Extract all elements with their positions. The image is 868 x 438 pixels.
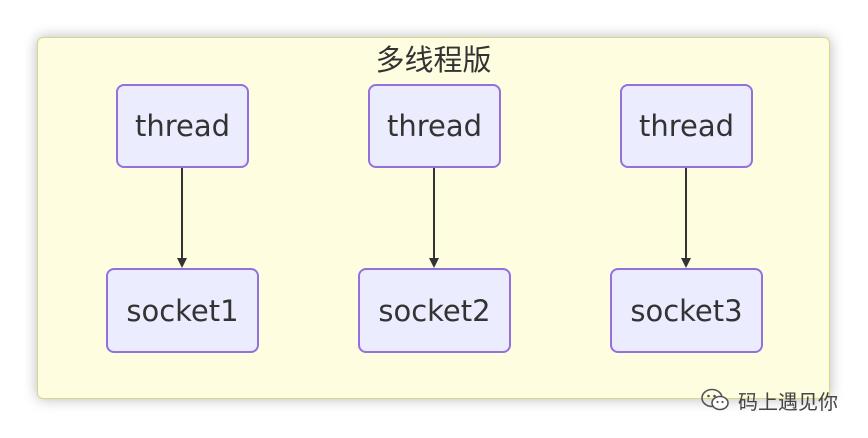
cluster-title: 多线程版 xyxy=(375,43,492,77)
node-socket2: socket2 xyxy=(358,268,511,353)
watermark-text: 码上遇见你 xyxy=(738,389,838,414)
node-socket1: socket1 xyxy=(106,268,259,353)
node-socket3: socket3 xyxy=(610,268,763,353)
node-thread-1: thread xyxy=(116,84,249,168)
watermark: 码上遇见你 xyxy=(700,384,838,416)
node-thread-2: thread xyxy=(368,84,501,168)
node-thread-3: thread xyxy=(620,84,753,168)
wechat-icon xyxy=(701,388,729,411)
